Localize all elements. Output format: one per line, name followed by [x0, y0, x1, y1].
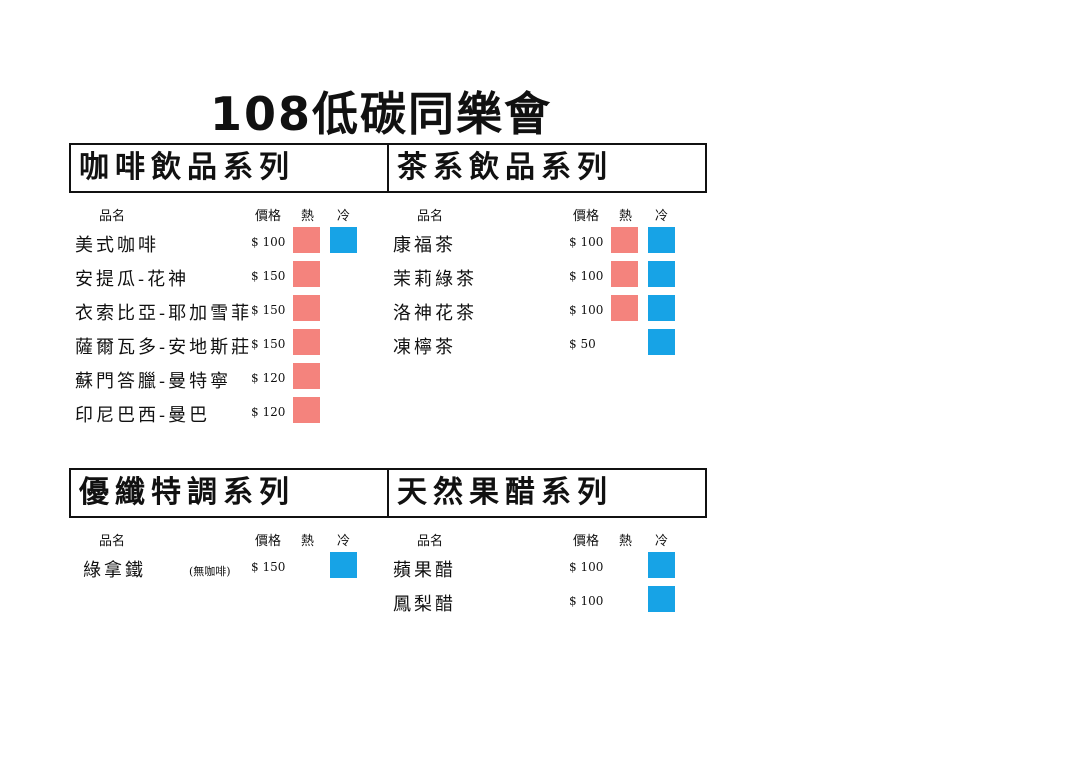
- menu-item: 印尼巴西-曼巴 $ 120: [69, 395, 389, 429]
- item-name: 洛神花茶: [393, 303, 477, 324]
- item-price: $ 50: [569, 337, 596, 351]
- menu-item: 綠拿鐵 (無咖啡) $ 150: [69, 550, 389, 584]
- header-cold: 冷: [337, 209, 351, 224]
- item-price: $ 100: [569, 594, 604, 608]
- header-cold: 冷: [655, 534, 669, 549]
- menu-item: 洛神花茶 $ 100: [387, 293, 707, 327]
- column-header-row: 品名 價格 熱 冷: [387, 526, 707, 550]
- item-name: 康福茶: [393, 235, 456, 256]
- item-price: $ 120: [251, 405, 286, 419]
- header-hot: 熱: [619, 209, 633, 224]
- menu-item: 衣索比亞-耶加雪菲$ 150: [69, 293, 389, 327]
- header-price: 價格: [573, 209, 600, 224]
- cold-available-indicator: [648, 261, 675, 287]
- header-cold: 冷: [655, 209, 669, 224]
- item-name: 蘇門答臘-曼特寧: [75, 371, 232, 392]
- item-price: $ 120: [251, 371, 286, 385]
- column-header-row: 品名 價格 熱 冷: [69, 526, 389, 550]
- hot-available-indicator: [293, 397, 320, 423]
- section-special: 優纖特調系列品名 價格 熱 冷綠拿鐵 (無咖啡) $ 150: [69, 468, 389, 584]
- cold-available-indicator: [648, 295, 675, 321]
- menu-item: 薩爾瓦多-安地斯莊$ 150: [69, 327, 389, 361]
- header-cold: 冷: [337, 534, 351, 549]
- menu-item: 茉莉綠茶 $ 100: [387, 259, 707, 293]
- item-note: (無咖啡): [189, 565, 231, 578]
- item-name: 鳳梨醋: [393, 594, 456, 615]
- menu-item: 凍檸茶 $ 50: [387, 327, 707, 361]
- section-title: 優纖特調系列: [69, 468, 389, 518]
- hot-available-indicator: [293, 329, 320, 355]
- header-name: 品名: [99, 209, 126, 224]
- item-name: 美式咖啡: [75, 235, 159, 256]
- header-hot: 熱: [619, 534, 633, 549]
- item-price: $ 100: [569, 235, 604, 249]
- hot-available-indicator: [611, 227, 638, 253]
- hot-available-indicator: [293, 227, 320, 253]
- header-name: 品名: [99, 534, 126, 549]
- section-tea: 茶系飲品系列品名 價格 熱 冷康福茶 $ 100 茉莉綠茶 $ 100 洛神花茶 $ 100 凍檸…: [387, 143, 707, 361]
- menu-item: 安提瓜-花神 $ 150: [69, 259, 389, 293]
- section-vinegar: 天然果醋系列品名 價格 熱 冷蘋果醋 $ 100 鳳梨醋 $ 100: [387, 468, 707, 618]
- menu-item: 美式咖啡 $ 100: [69, 225, 389, 259]
- cold-available-indicator: [330, 552, 357, 578]
- header-price: 價格: [573, 534, 600, 549]
- hot-available-indicator: [611, 295, 638, 321]
- item-name: 蘋果醋: [393, 560, 456, 581]
- header-name: 品名: [417, 209, 444, 224]
- item-price: $ 150: [251, 303, 286, 317]
- menu-item: 蘋果醋 $ 100: [387, 550, 707, 584]
- hot-available-indicator: [293, 261, 320, 287]
- menu-item: 鳳梨醋 $ 100: [387, 584, 707, 618]
- item-price: $ 100: [569, 269, 604, 283]
- item-price: $ 150: [251, 269, 286, 283]
- item-price: $ 100: [251, 235, 286, 249]
- header-name: 品名: [417, 534, 444, 549]
- page-title: 108低碳同樂會: [210, 87, 553, 141]
- hot-available-indicator: [293, 363, 320, 389]
- item-name: 衣索比亞-耶加雪菲: [75, 303, 253, 324]
- item-name: 綠拿鐵: [83, 560, 146, 581]
- column-header-row: 品名 價格 熱 冷: [387, 201, 707, 225]
- header-price: 價格: [255, 534, 282, 549]
- cold-available-indicator: [330, 227, 357, 253]
- item-price: $ 100: [569, 303, 604, 317]
- cold-available-indicator: [648, 227, 675, 253]
- header-hot: 熱: [301, 534, 315, 549]
- section-title: 茶系飲品系列: [387, 143, 707, 193]
- item-name: 茉莉綠茶: [393, 269, 477, 290]
- cold-available-indicator: [648, 329, 675, 355]
- cold-available-indicator: [648, 586, 675, 612]
- hot-available-indicator: [293, 295, 320, 321]
- section-title: 咖啡飲品系列: [69, 143, 389, 193]
- cold-available-indicator: [648, 552, 675, 578]
- column-header-row: 品名 價格 熱 冷: [69, 201, 389, 225]
- item-name: 印尼巴西-曼巴: [75, 405, 211, 426]
- header-hot: 熱: [301, 209, 315, 224]
- item-price: $ 150: [251, 337, 286, 351]
- header-price: 價格: [255, 209, 282, 224]
- hot-available-indicator: [611, 261, 638, 287]
- item-name: 安提瓜-花神: [75, 269, 190, 290]
- menu-item: 蘇門答臘-曼特寧 $ 120: [69, 361, 389, 395]
- menu-item: 康福茶 $ 100: [387, 225, 707, 259]
- item-name: 凍檸茶: [393, 337, 456, 358]
- section-title: 天然果醋系列: [387, 468, 707, 518]
- item-price: $ 100: [569, 560, 604, 574]
- item-name: 薩爾瓦多-安地斯莊: [75, 337, 253, 358]
- item-price: $ 150: [251, 560, 286, 574]
